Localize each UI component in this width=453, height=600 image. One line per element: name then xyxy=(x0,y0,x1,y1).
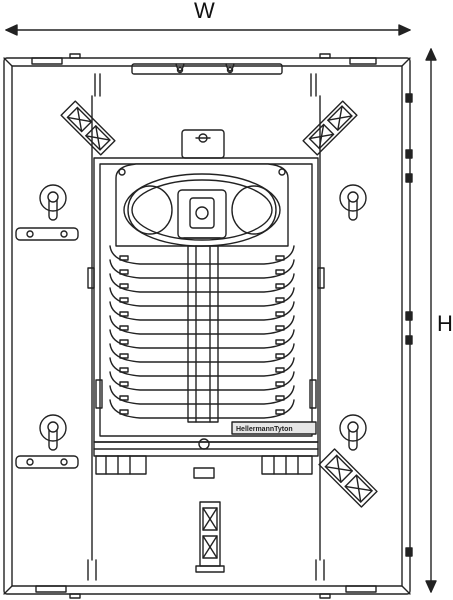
tray-hinge xyxy=(275,339,285,345)
cable-gland-top-right xyxy=(302,100,358,156)
tray-hinge xyxy=(275,269,285,275)
keyhole-mount-bottom-right xyxy=(339,414,367,451)
splice-tray-edge xyxy=(109,287,295,307)
cable-gland-bottom-center xyxy=(195,501,225,573)
splice-tray-edge xyxy=(109,259,295,279)
tray-hinge xyxy=(119,381,129,387)
splice-tray-edge xyxy=(109,385,295,405)
tray-hinge xyxy=(119,255,129,261)
splice-tray-edge xyxy=(109,245,295,265)
splice-tray-edge xyxy=(109,357,295,377)
top-entry-tab xyxy=(181,129,225,159)
top-hanger-bar xyxy=(94,63,317,97)
cable-gland-top-left xyxy=(60,100,116,156)
tray-hinge xyxy=(119,367,129,373)
tray-hinge xyxy=(275,409,285,415)
brand-text: HellermannTyton xyxy=(236,426,293,433)
tray-hinge xyxy=(119,297,129,303)
width-dimension-line xyxy=(5,24,411,36)
width-label: W xyxy=(194,0,215,23)
adapter-block-left xyxy=(95,455,147,475)
keyhole-mount-bottom-left xyxy=(39,414,67,451)
tray-hinge xyxy=(275,395,285,401)
tray-hinge xyxy=(119,269,129,275)
height-label: H xyxy=(437,311,453,336)
brand-plate: HellermannTyton xyxy=(231,421,317,435)
side-rails xyxy=(87,95,325,581)
splice-tray-edge xyxy=(109,371,295,391)
tray-hinge xyxy=(119,283,129,289)
keyhole-mount-top-left xyxy=(39,184,67,221)
splice-tray-edge xyxy=(109,315,295,335)
splice-tray-edge xyxy=(109,399,295,419)
splice-tray-edge xyxy=(109,329,295,349)
splice-tray-edge xyxy=(109,301,295,321)
adapter-block-right xyxy=(261,455,313,475)
tray-hinge xyxy=(119,353,129,359)
tray-hinge xyxy=(119,395,129,401)
tray-hinge xyxy=(119,325,129,331)
tray-hinge xyxy=(275,283,285,289)
splice-tray-edge xyxy=(109,273,295,293)
tray-hinge xyxy=(275,311,285,317)
splice-tray-top xyxy=(115,163,289,247)
height-dimension-line xyxy=(425,48,437,593)
splice-tray-edge xyxy=(109,343,295,363)
housing-outline xyxy=(3,53,413,599)
central-fiber-channel xyxy=(187,245,219,423)
tray-hinge xyxy=(275,367,285,373)
tray-hinge xyxy=(275,353,285,359)
strain-relief-clip-upper-left xyxy=(15,227,79,241)
tray-hinge xyxy=(119,311,129,317)
tray-hinge xyxy=(275,255,285,261)
adapter-bay xyxy=(93,438,319,479)
tray-hinge xyxy=(275,381,285,387)
splice-tray-stack xyxy=(109,245,295,419)
tray-hinge xyxy=(275,297,285,303)
keyhole-mount-top-right xyxy=(339,184,367,221)
cable-gland-bottom-right xyxy=(318,448,378,508)
strain-relief-clip-lower-left xyxy=(15,455,79,469)
tray-hinge xyxy=(119,339,129,345)
tray-hinge xyxy=(119,409,129,415)
tray-hinge xyxy=(275,325,285,331)
